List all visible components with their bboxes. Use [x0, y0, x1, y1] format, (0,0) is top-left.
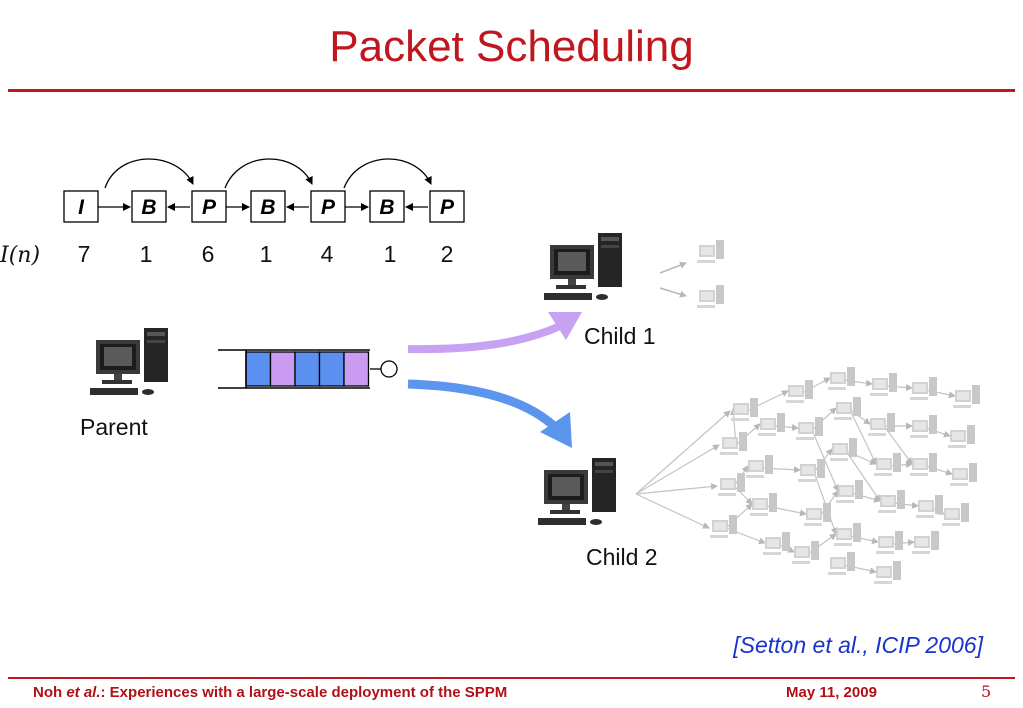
send-queue	[218, 349, 398, 389]
frame-importance-value: 1	[260, 241, 273, 267]
footer-divider	[8, 677, 1015, 679]
importance-label: I(n)	[0, 243, 40, 268]
peer-computer-icon	[836, 480, 863, 503]
title-divider	[8, 89, 1015, 92]
prediction-arrow	[343, 158, 432, 189]
peer-computer-icon	[910, 453, 937, 476]
peer-computer-icon	[710, 515, 737, 538]
peer-computer-icon	[876, 531, 903, 554]
peer-computer-icon	[746, 455, 773, 478]
queue-packet-blue	[318, 351, 345, 387]
stream-arrow-child1	[407, 312, 582, 354]
frame-type-label: I	[78, 196, 85, 219]
frame-box-b	[250, 190, 286, 223]
peer-link	[849, 409, 877, 465]
child2-label: Child 2	[586, 544, 658, 570]
peer-computer-icon	[697, 240, 724, 263]
queue-output-port	[380, 360, 398, 378]
peer-computer-icon	[874, 561, 901, 584]
peer-computer-icon	[878, 490, 905, 513]
child1-computer-icon	[544, 233, 622, 300]
frame-box-i	[63, 190, 99, 223]
stream-arrow-child2	[407, 379, 572, 448]
footer-author: Noh	[33, 684, 67, 701]
slide-title: Packet Scheduling	[329, 22, 694, 71]
peer-computer-icon	[804, 503, 831, 526]
peer-link	[635, 410, 731, 495]
peer-link	[635, 444, 720, 495]
peer-computer-icon	[916, 495, 943, 518]
queue-packet-purple	[343, 351, 370, 387]
peer-computer-icon	[942, 503, 969, 526]
frame-importance-value: 4	[321, 241, 334, 267]
citation: [Setton et al., ICIP 2006]	[733, 632, 983, 658]
peer-computer-icon	[828, 367, 855, 390]
peer-computer-icon	[912, 531, 939, 554]
peer-computer-icon	[948, 425, 975, 448]
frame-importance-value: 6	[202, 241, 215, 267]
page-number: 5	[981, 682, 992, 701]
child1-label: Child 1	[584, 323, 656, 349]
frame-type-label: B	[260, 196, 275, 219]
frame-importance-value: 2	[441, 241, 454, 267]
peer-link	[635, 483, 718, 495]
peer-computer-icon	[786, 380, 813, 403]
peer-computer-icon	[830, 438, 857, 461]
peer-computer-icon	[950, 463, 977, 486]
frame-box-b	[369, 190, 405, 223]
frame-importance-value: 1	[140, 241, 153, 267]
child2-peer-cloud	[635, 367, 980, 584]
gop-frame-sequence: I 7 B 1 P 6 B 1 P 4 B 1 P 2	[63, 158, 465, 267]
peer-computer-icon	[834, 397, 861, 420]
frame-type-label: B	[379, 196, 394, 219]
footer-etal: et al.	[66, 684, 101, 701]
peer-computer-icon	[750, 493, 777, 516]
peer-computer-icon	[870, 373, 897, 396]
frame-box-p	[429, 190, 465, 223]
parent-computer-icon	[90, 328, 168, 395]
queue-packet-purple	[269, 351, 296, 387]
peer-computer-icon	[763, 532, 790, 555]
peer-computer-icon	[796, 417, 823, 440]
frame-type-label: B	[141, 196, 156, 219]
frame-type-label: P	[321, 196, 336, 219]
peer-link	[635, 493, 710, 529]
frame-type-label: P	[202, 196, 217, 219]
peer-computer-icon	[798, 459, 825, 482]
footer-talk-title: Noh et al.: Experiences with a large-sca…	[33, 684, 507, 701]
child2-computer-icon	[538, 458, 616, 525]
queue-packet-blue	[294, 351, 321, 387]
parent-label: Parent	[80, 414, 148, 440]
peer-computer-icon	[874, 453, 901, 476]
peer-computer-icon	[758, 413, 785, 436]
peer-link	[845, 450, 881, 502]
prediction-arrow	[104, 158, 194, 189]
frame-importance-value: 7	[78, 241, 91, 267]
frame-importance-value: 1	[384, 241, 397, 267]
peer-computer-icon	[834, 523, 861, 546]
footer-title: : Experiences with a large-scale deploym…	[100, 684, 508, 701]
frame-box-p	[191, 190, 227, 223]
child1-peers	[659, 240, 724, 308]
queue-packet-blue	[245, 351, 272, 387]
peer-computer-icon	[953, 385, 980, 408]
peer-computer-icon	[910, 377, 937, 400]
frame-type-label: P	[440, 196, 455, 219]
peer-computer-icon	[792, 541, 819, 564]
peer-computer-icon	[720, 432, 747, 455]
peer-computer-icon	[828, 552, 855, 575]
peer-computer-icon	[697, 285, 724, 308]
prediction-arrow	[224, 158, 313, 189]
peer-computer-icon	[868, 413, 895, 436]
footer-date: May 11, 2009	[786, 684, 877, 701]
peer-link	[883, 425, 913, 465]
peer-link	[811, 429, 839, 492]
peer-computer-icon	[731, 398, 758, 421]
peer-computer-icon	[910, 415, 937, 438]
frame-box-b	[131, 190, 167, 223]
